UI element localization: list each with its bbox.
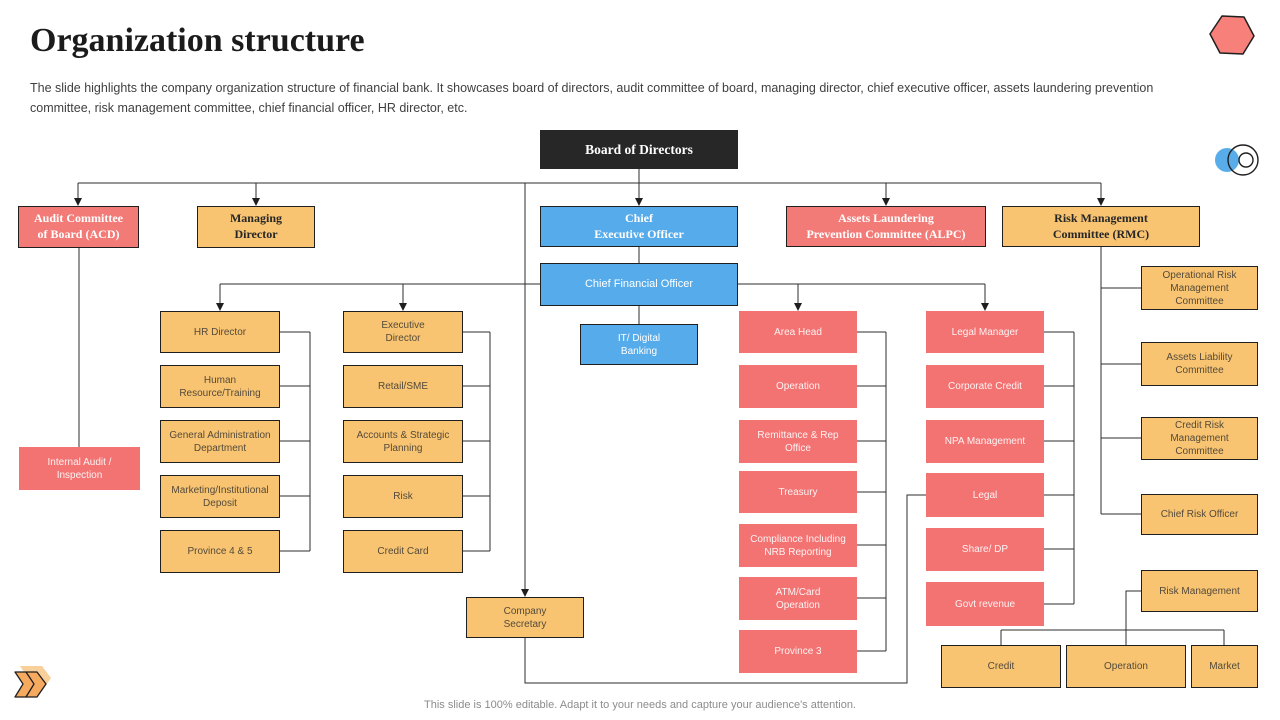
node-legal-manager[interactable]: Legal Manager: [926, 311, 1044, 353]
node-operation[interactable]: Operation: [739, 365, 857, 408]
node-rmc-committee[interactable]: Risk Management Committee (RMC): [1002, 206, 1200, 247]
node-chief-executive-officer[interactable]: Chief Executive Officer: [540, 206, 738, 247]
node-retail-sme[interactable]: Retail/SME: [343, 365, 463, 408]
node-remittance-rep-office[interactable]: Remittance & Rep Office: [739, 420, 857, 463]
node-credit-card[interactable]: Credit Card: [343, 530, 463, 573]
node-operational-risk-committee[interactable]: Operational Risk Management Committee: [1141, 266, 1258, 310]
node-atm-card-operation[interactable]: ATM/Card Operation: [739, 577, 857, 620]
node-human-resource-training[interactable]: Human Resource/Training: [160, 365, 280, 408]
node-internal-audit-inspection[interactable]: Internal Audit / Inspection: [19, 447, 140, 490]
slide-description: The slide highlights the company organiz…: [30, 81, 1154, 115]
node-credit-risk-committee[interactable]: Credit Risk Management Committee: [1141, 417, 1258, 460]
node-risk[interactable]: Risk: [343, 475, 463, 518]
node-npa-management[interactable]: NPA Management: [926, 420, 1044, 463]
hexagon-icon: [1209, 15, 1255, 55]
node-treasury[interactable]: Treasury: [739, 471, 857, 513]
node-share-dp[interactable]: Share/ DP: [926, 528, 1044, 571]
node-it-digital-banking[interactable]: IT/ Digital Banking: [580, 324, 698, 365]
node-board-of-directors[interactable]: Board of Directors: [540, 130, 738, 169]
node-alpc-committee[interactable]: Assets Laundering Prevention Committee (…: [786, 206, 986, 247]
node-market[interactable]: Market: [1191, 645, 1258, 688]
node-compliance-nrb-reporting[interactable]: Compliance Including NRB Reporting: [739, 524, 857, 567]
node-assets-liability-committee[interactable]: Assets Liability Committee: [1141, 342, 1258, 386]
node-corporate-credit[interactable]: Corporate Credit: [926, 365, 1044, 408]
node-accounts-strategic-planning[interactable]: Accounts & Strategic Planning: [343, 420, 463, 463]
node-audit-committee[interactable]: Audit Committee of Board (ACD): [18, 206, 139, 248]
page-title: Organization structure: [30, 22, 365, 59]
footer-note: This slide is 100% editable. Adapt it to…: [424, 699, 856, 711]
node-operation-bottom[interactable]: Operation: [1066, 645, 1186, 688]
toggle-circles-icon: [1215, 144, 1259, 176]
node-risk-management[interactable]: Risk Management: [1141, 570, 1258, 612]
node-general-administration[interactable]: General Administration Department: [160, 420, 280, 463]
arrowheads: [74, 198, 1105, 597]
double-arrow-icon: [14, 666, 51, 698]
node-province-3[interactable]: Province 3: [739, 630, 857, 673]
node-province-4-5[interactable]: Province 4 & 5: [160, 530, 280, 573]
node-legal[interactable]: Legal: [926, 473, 1044, 517]
node-managing-director[interactable]: Managing Director: [197, 206, 315, 248]
node-company-secretary[interactable]: Company Secretary: [466, 597, 584, 638]
node-executive-director[interactable]: Executive Director: [343, 311, 463, 353]
node-credit[interactable]: Credit: [941, 645, 1061, 688]
node-area-head[interactable]: Area Head: [739, 311, 857, 353]
node-chief-financial-officer[interactable]: Chief Financial Officer: [540, 263, 738, 306]
node-hr-director[interactable]: HR Director: [160, 311, 280, 353]
node-govt-revenue[interactable]: Govt revenue: [926, 582, 1044, 626]
node-chief-risk-officer[interactable]: Chief Risk Officer: [1141, 494, 1258, 535]
node-marketing-institutional-deposit[interactable]: Marketing/Institutional Deposit: [160, 475, 280, 518]
